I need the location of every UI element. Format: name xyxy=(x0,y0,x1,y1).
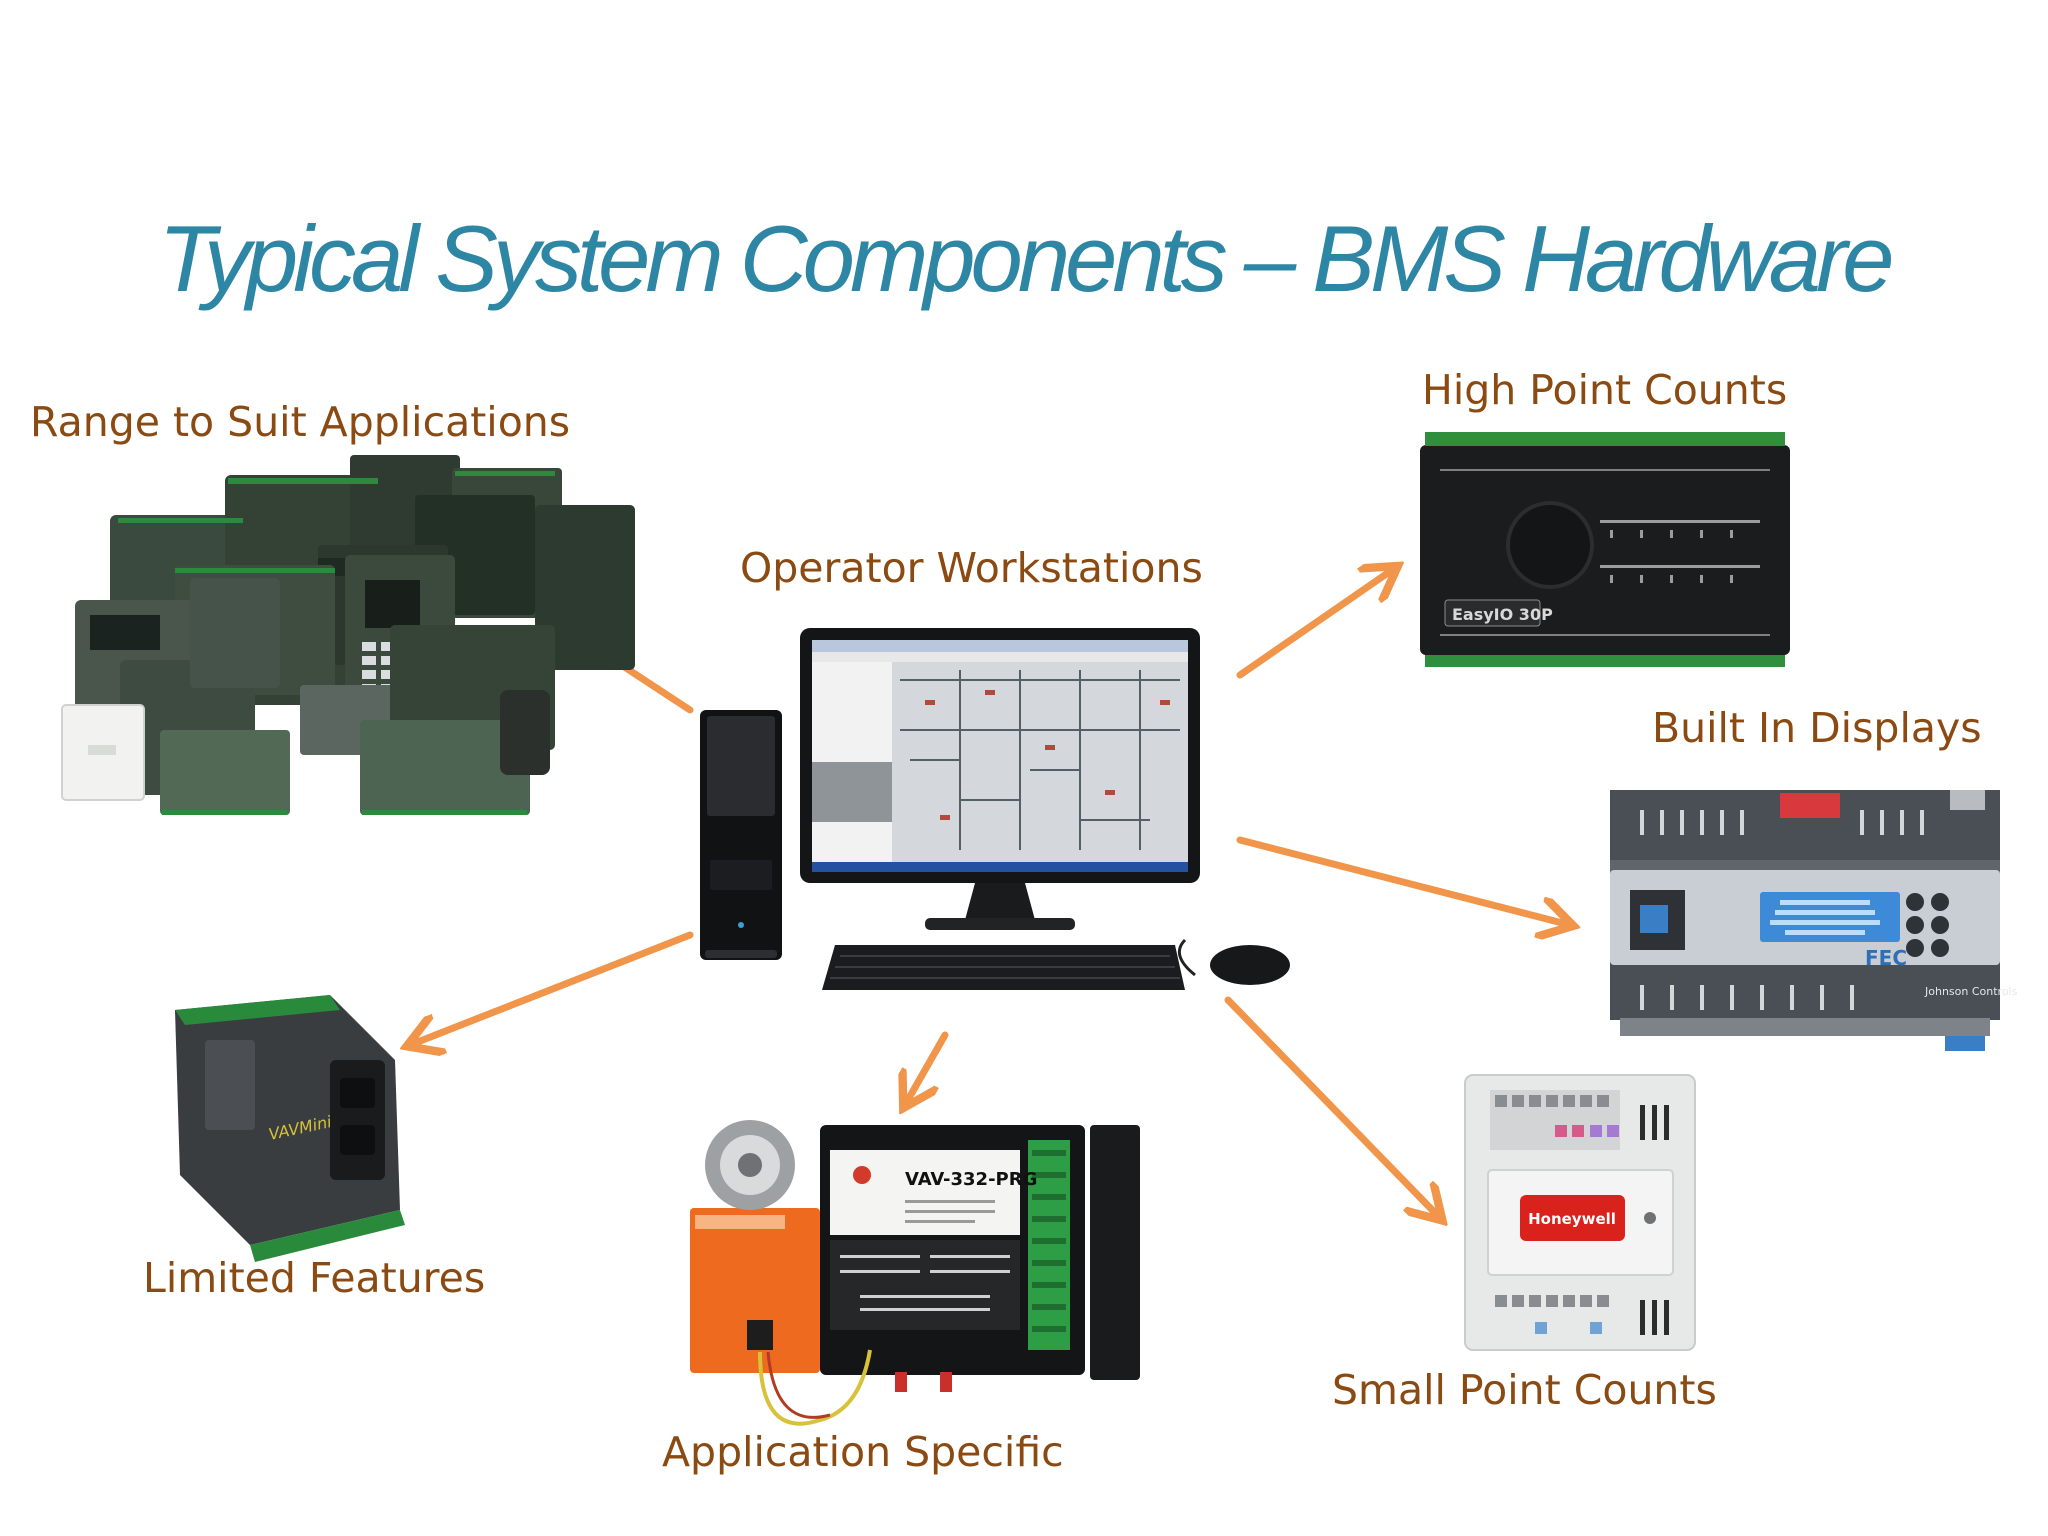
small-point-controller-image: Honeywell xyxy=(1464,1074,1696,1351)
vav-label-text: VAV-332-PRG xyxy=(905,1169,1037,1190)
arrow-to-displays xyxy=(1236,836,1570,925)
label-high-point-counts: High Point Counts xyxy=(1422,366,1788,414)
arrow-to-application xyxy=(905,1031,949,1105)
limited-features-controller-image: VAVMini xyxy=(175,995,405,1262)
fec-text: FEC xyxy=(1865,946,1907,970)
label-built-in-displays: Built In Displays xyxy=(1652,704,1982,752)
connector-arrows xyxy=(410,568,1570,1218)
label-application-specific: Application Specific xyxy=(662,1428,1064,1476)
arrow-to-high xyxy=(1236,568,1395,679)
arrow-to-small xyxy=(1224,996,1440,1218)
label-limited-features: Limited Features xyxy=(143,1254,486,1302)
application-specific-controller-image: VAV-332-PRG xyxy=(690,1120,1140,1426)
arrow-to-limited xyxy=(410,931,694,1045)
label-range-to-suit-applications: Range to Suit Applications xyxy=(30,398,571,446)
johnson-controls-text: Johnson Controls xyxy=(1924,985,2018,998)
easyio-logo-text: EasyIO 30P xyxy=(1452,605,1553,624)
label-operator-workstations: Operator Workstations xyxy=(740,544,1203,592)
honeywell-logo-text: Honeywell xyxy=(1528,1210,1616,1228)
built-in-display-controller-image: FEC Johnson Controls xyxy=(1610,790,2018,1051)
controller-range-image xyxy=(61,455,635,815)
high-point-controller-image: EasyIO 30P xyxy=(1420,432,1790,667)
operator-workstation-image xyxy=(700,628,1290,990)
page-title: Typical System Components – BMS Hardware xyxy=(158,206,1894,311)
label-small-point-counts: Small Point Counts xyxy=(1332,1366,1717,1414)
